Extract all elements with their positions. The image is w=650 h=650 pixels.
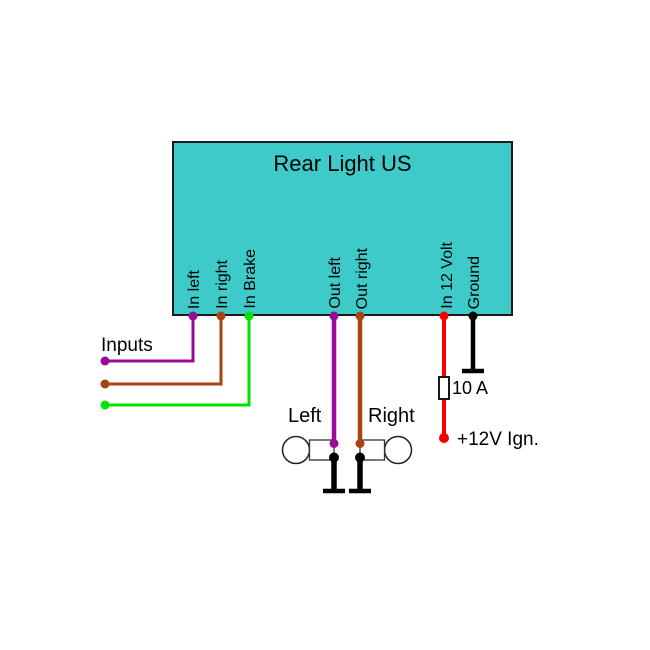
input-end-dot-left — [100, 356, 110, 366]
bulb-left-ground-dot — [329, 452, 339, 463]
module-title: Rear Light US — [273, 151, 412, 176]
bulb-right-socket — [359, 439, 386, 461]
bulb-left-socket — [308, 439, 335, 461]
terminal-dot-out-left — [329, 311, 339, 321]
bulb-right-glass — [383, 435, 413, 465]
bulb-right-ground-dot — [355, 452, 365, 463]
pin-label-out-left: Out left — [327, 257, 344, 309]
bulb-right-positive-dot — [355, 439, 365, 448]
pin-label-in-right: In right — [214, 260, 231, 309]
wire-in-right — [105, 313, 223, 386]
wire-in-brake — [105, 313, 251, 407]
terminal-dot-in-12v — [439, 311, 449, 321]
terminal-dot-ground — [468, 311, 478, 321]
terminal-dot-in-right — [216, 311, 226, 321]
input-end-dot-right — [100, 379, 110, 389]
wire-in-left — [105, 313, 195, 363]
bulb-left-glass — [281, 435, 311, 465]
terminal-dot-in-left — [188, 311, 198, 321]
terminal-dot-out-right — [355, 311, 365, 321]
bulb-left-label: Left — [288, 405, 322, 427]
pin-label-ground: Ground — [466, 255, 483, 309]
pin-label-out-right: Out right — [354, 247, 371, 309]
pin-label-in-brake: In Brake — [242, 249, 259, 309]
pin-label-in-left: In left — [186, 269, 203, 309]
bulb-left-positive-dot — [329, 439, 339, 448]
pin-label-in-12v: In 12 Volt — [439, 242, 456, 309]
ignition-end-dot — [439, 433, 449, 443]
ignition-label: +12V Ign. — [457, 429, 539, 450]
module-box — [172, 141, 513, 316]
terminal-dot-in-brake — [244, 311, 254, 321]
input-end-dot-brake — [100, 400, 110, 410]
fuse-body — [438, 376, 450, 400]
inputs-label: Inputs — [101, 335, 153, 356]
bulb-right-label: Right — [368, 405, 415, 427]
fuse-rating-label: 10 A — [452, 378, 489, 398]
